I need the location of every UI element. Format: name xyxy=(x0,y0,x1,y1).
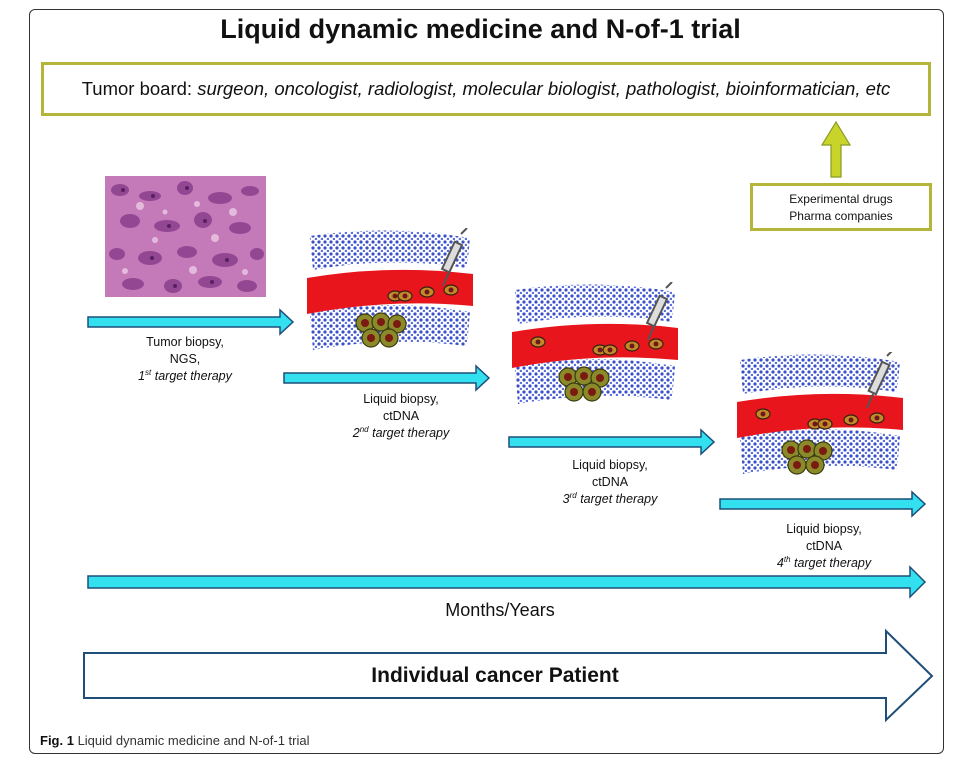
step-3-line-1: Liquid biopsy, xyxy=(572,458,648,472)
step-4-therapy: 4th target therapy xyxy=(776,554,872,570)
step-arrow-4 xyxy=(719,490,927,518)
step-label-2: Liquid biopsy, ctDNA 2nd target therapy xyxy=(311,391,491,442)
figure-caption: Fig. 1 Liquid dynamic medicine and N-of-… xyxy=(40,733,310,748)
step-arrow-2 xyxy=(283,364,491,392)
step-label-3: Liquid biopsy, ctDNA 3rd target therapy xyxy=(520,457,700,508)
step-4-line-2: ctDNA xyxy=(805,539,843,553)
tumor-board-prefix: Tumor board: xyxy=(81,78,198,99)
blood-vessel-illustration-1 xyxy=(307,228,473,350)
caption-fig-number: Fig. 1 xyxy=(40,733,74,748)
patient-label: Individual cancer Patient xyxy=(371,664,619,687)
step-2-line-1: Liquid biopsy, xyxy=(363,392,439,406)
caption-text: Liquid dynamic medicine and N-of-1 trial xyxy=(73,733,310,748)
pharma-box: Experimental drugs Pharma companies xyxy=(750,183,932,231)
step-2-therapy: 2nd target therapy xyxy=(352,424,450,440)
tumor-board-box: Tumor board: surgeon, oncologist, radiol… xyxy=(41,62,931,116)
step-1-line-1: Tumor biopsy, xyxy=(146,335,224,349)
figure-title: Liquid dynamic medicine and N-of-1 trial xyxy=(220,14,741,44)
step-1-line-2: NGS, xyxy=(169,352,201,366)
step-arrow-3 xyxy=(508,428,716,456)
step-2-line-2: ctDNA xyxy=(382,409,420,423)
blood-vessel-illustration-2 xyxy=(512,282,678,404)
step-arrow-1 xyxy=(87,308,295,336)
tumor-board-members: surgeon, oncologist, radiologist, molecu… xyxy=(197,78,891,99)
timeline-arrow xyxy=(87,565,927,599)
timeline-label: Months/Years xyxy=(445,600,555,620)
figure-frame xyxy=(29,9,944,754)
patient-arrow xyxy=(83,628,934,723)
step-3-line-2: ctDNA xyxy=(591,475,629,489)
step-4-line-1: Liquid biopsy, xyxy=(786,522,862,536)
step-label-4: Liquid biopsy, ctDNA 4th target therapy xyxy=(734,521,914,572)
tumor-tissue-image xyxy=(105,176,266,297)
step-3-therapy: 3rd target therapy xyxy=(562,490,658,506)
blood-vessel-illustration-3 xyxy=(737,352,903,475)
pharma-line-2: Pharma companies xyxy=(789,209,893,223)
step-1-therapy: 1st target therapy xyxy=(138,367,232,383)
up-arrow xyxy=(820,120,852,178)
step-label-1: Tumor biopsy, NGS, 1st target therapy xyxy=(95,334,275,385)
pharma-line-1: Experimental drugs xyxy=(789,192,893,206)
